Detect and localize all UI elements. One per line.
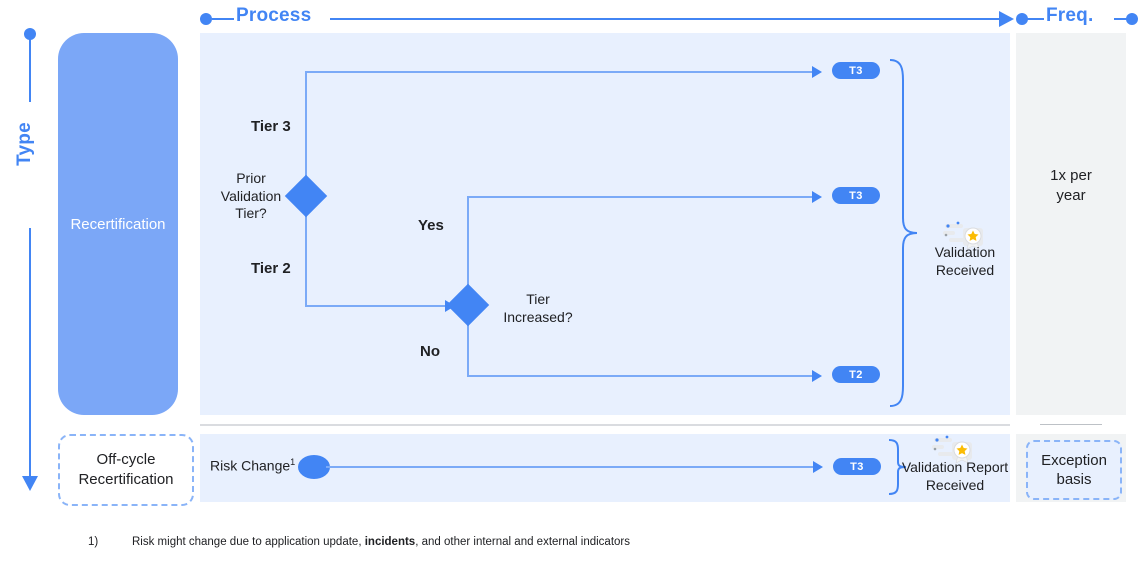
branch-label-yes: Yes (418, 217, 444, 234)
decision2-line2: Increased? (503, 308, 573, 325)
type-axis-label: Type (14, 122, 35, 166)
type-axis: Type (10, 28, 50, 494)
footnote-text-before: Risk might change due to application upd… (132, 536, 365, 548)
process-axis-line-right (330, 18, 1002, 20)
outcome-validation-received: Validation Received (910, 244, 1020, 279)
outcome-line1: Validation (934, 244, 996, 260)
validation-received-icon (943, 221, 983, 250)
flowline-no-vertical (467, 305, 469, 377)
outcome-brace (889, 59, 918, 407)
flowline-yes-vertical (467, 196, 469, 306)
process-axis-line-left (212, 18, 234, 20)
flowline-yes-horizontal (467, 196, 815, 198)
type-block-offcycle-recertification[interactable]: Off-cycle Recertification (58, 434, 194, 506)
type-axis-arrowhead (22, 476, 38, 491)
footnote-text-after: , and other internal and external indica… (415, 536, 631, 548)
process-axis-start-dot (200, 13, 212, 25)
arrow-no-t2 (812, 370, 822, 382)
offcycle-start-label: Risk Change1 (210, 457, 295, 474)
freq-axis: Freq. (1016, 5, 1144, 31)
footnote-marker: 1) (88, 536, 99, 548)
frequency-line1: 1x per (1050, 167, 1092, 184)
freq-axis-left-dot (1016, 13, 1028, 25)
frequency-line2: year (1056, 187, 1086, 205)
type-axis-line-top (29, 39, 31, 102)
flowline-tier3-vertical (305, 71, 307, 196)
freq-axis-right-dot (1126, 13, 1138, 25)
recertification-frequency-panel (1016, 33, 1126, 415)
validation-report-received-icon (932, 435, 972, 464)
type-axis-line-bottom (29, 228, 31, 478)
branch-label-tier2: Tier 2 (251, 260, 291, 277)
frequency-divider (1040, 424, 1102, 425)
flowline-no-horizontal (467, 375, 815, 377)
freq-axis-label: Freq. (1046, 5, 1094, 26)
decision2-line1: Tier (526, 291, 550, 307)
offcycle-outcome-line2: Received (925, 476, 985, 493)
type-block-recertification[interactable]: Recertification (58, 33, 178, 415)
offcycle-outcome-line1: Validation Report (901, 459, 1009, 475)
panel-divider (200, 424, 1010, 426)
footnote-text-bold: incidents (364, 536, 416, 548)
flowline-tier2-horizontal (305, 305, 448, 307)
offcycle-start-node[interactable] (298, 455, 330, 479)
frequency-recurring-text: 1x per year (1016, 166, 1126, 207)
footnote-text: Risk might change due to application upd… (132, 536, 630, 548)
freq-axis-line-left (1027, 18, 1044, 20)
recertification-process-panel (200, 33, 1010, 415)
arrow-tier3-top (812, 66, 822, 78)
decision1-line2: Validation (220, 187, 282, 204)
tier-pill-top[interactable]: T3 (832, 62, 880, 79)
exception-line2: basis (1056, 471, 1092, 488)
type-block-recertification-label: Recertification (70, 215, 166, 233)
branch-label-tier3: Tier 3 (251, 118, 291, 135)
flowline-tier3-horizontal (305, 71, 815, 73)
exception-line1: Exception (1041, 451, 1107, 469)
decision1-line3: Tier? (235, 205, 267, 221)
flowline-tier2-vertical (305, 196, 307, 307)
process-axis-arrowhead (999, 11, 1014, 27)
arrow-offcycle-t3 (813, 461, 823, 473)
offcycle-start-label-text: Risk Change (210, 457, 291, 474)
process-axis-label: Process (236, 5, 312, 26)
branch-label-no: No (420, 343, 440, 360)
tier-pill-middle[interactable]: T3 (832, 187, 880, 204)
offcycle-label-line2: Recertification (78, 471, 174, 488)
outcome-line2: Received (935, 261, 995, 278)
frequency-exception-box[interactable]: Exception basis (1026, 440, 1122, 500)
offcycle-tier-pill[interactable]: T3 (833, 458, 881, 475)
flowline-offcycle (326, 466, 816, 468)
decision1-line1: Prior (236, 170, 266, 186)
offcycle-outcome-label: Validation Report Received (898, 459, 1012, 494)
offcycle-start-superscript: 1 (290, 457, 296, 467)
decision1-label: Prior Validation Tier? (212, 170, 290, 223)
tier-pill-bottom[interactable]: T2 (832, 366, 880, 383)
decision2-label: Tier Increased? (478, 291, 598, 326)
offcycle-label-line1: Off-cycle (96, 451, 156, 469)
offcycle-outcome-brace (888, 439, 907, 495)
arrow-yes-t3 (812, 191, 822, 203)
type-axis-start-dot (24, 28, 36, 40)
process-axis: Process (200, 5, 1016, 31)
freq-axis-line-right (1114, 18, 1128, 20)
